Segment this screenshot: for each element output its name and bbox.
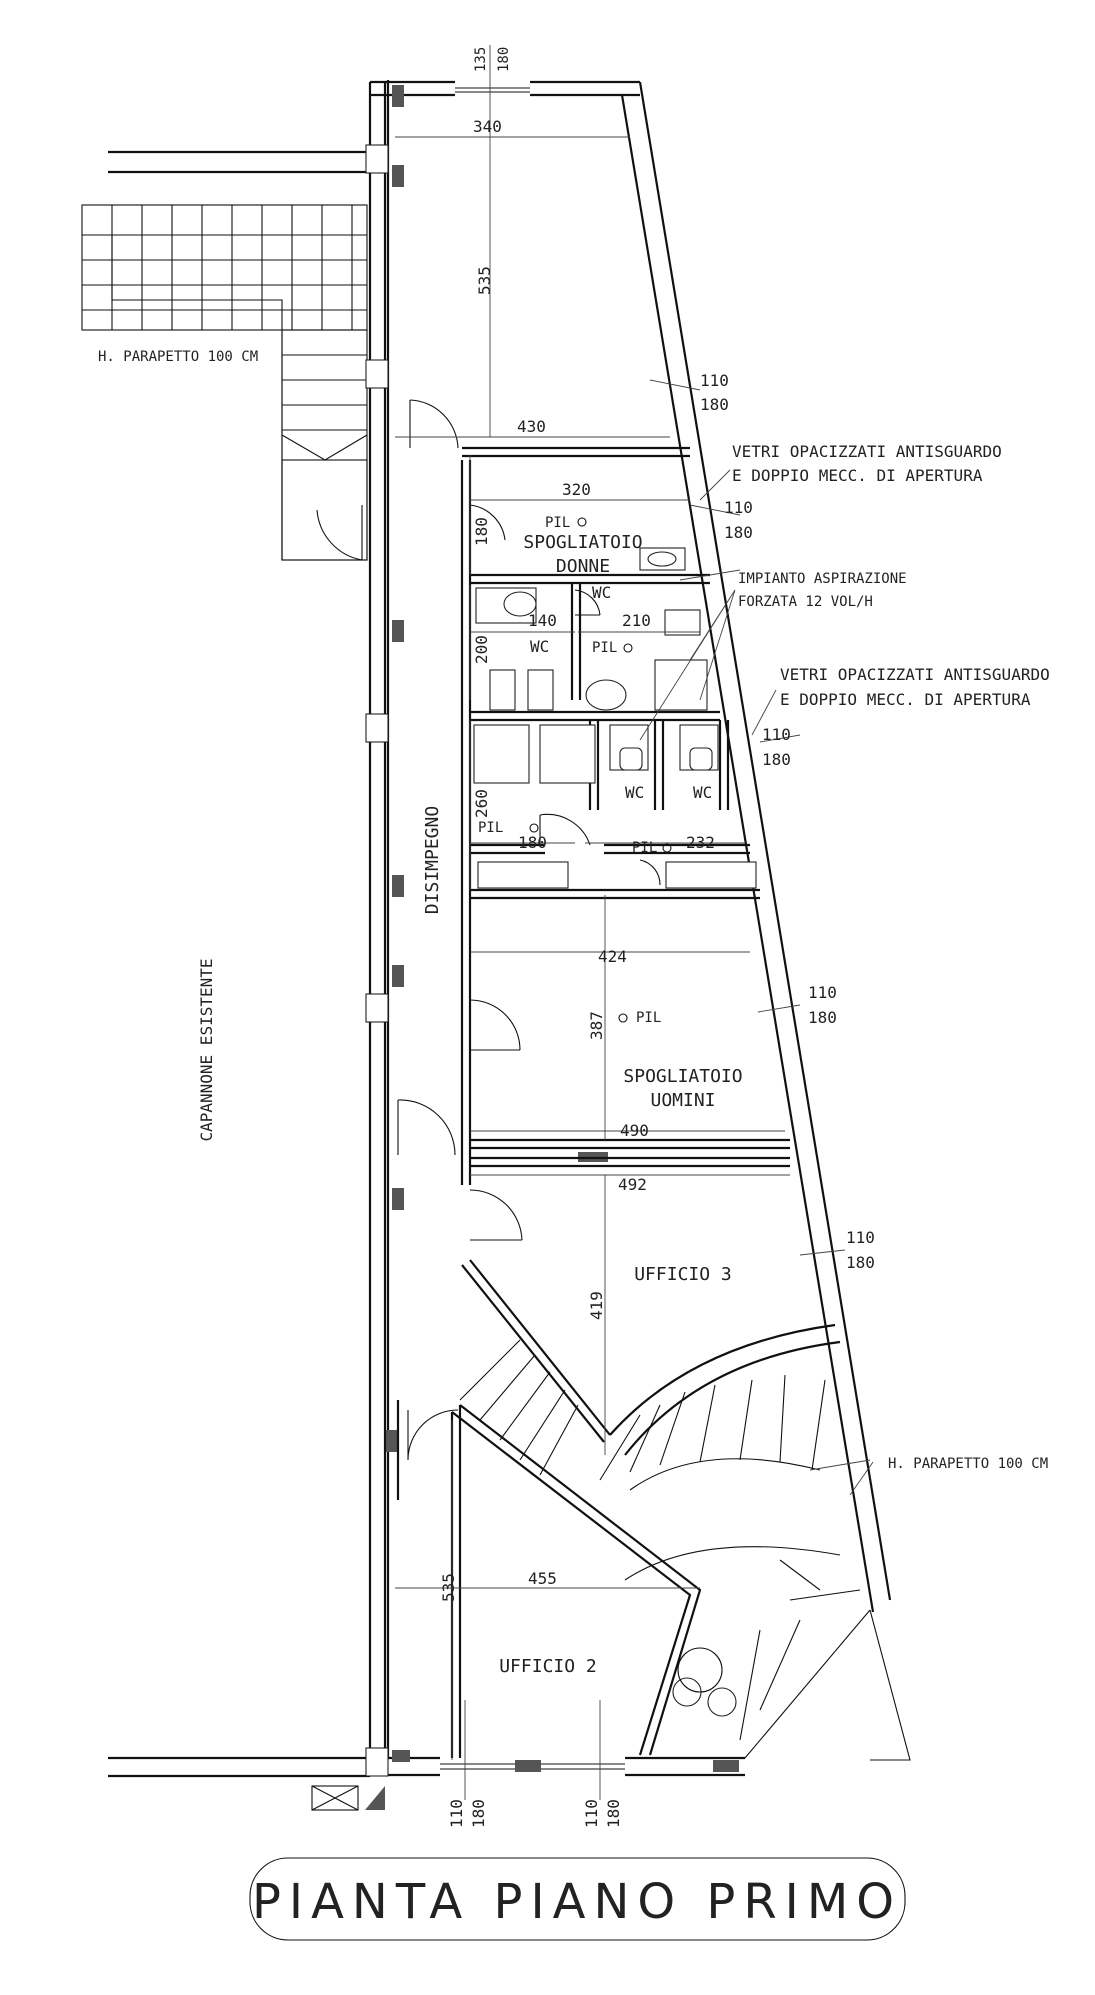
window-dim: 110 <box>447 1799 466 1828</box>
dim-label: 430 <box>517 417 546 436</box>
room-label-ufficio2: UFFICIO 2 <box>499 1656 597 1677</box>
pil-label: PIL <box>592 640 617 656</box>
exterior-walls <box>108 80 892 1778</box>
room-label-disimpegno: DISIMPEGNO <box>422 806 443 914</box>
window-dim: 110 <box>724 498 753 517</box>
dim-label: 210 <box>622 611 651 630</box>
dim-label: 180 <box>496 47 512 72</box>
dim-label: 340 <box>473 117 502 136</box>
window-dim: 110 <box>762 725 791 744</box>
internal-stair <box>459 1339 911 1761</box>
window-dim: 180 <box>762 750 791 769</box>
dim-label: 140 <box>528 611 557 630</box>
note-vetri-2: VETRI OPACIZZATI ANTISGUARDO <box>780 665 1050 684</box>
dim-label: 320 <box>562 480 591 499</box>
window-dim: 180 <box>604 1799 623 1828</box>
doors <box>316 399 661 1461</box>
room-label-spogliatoio-uomini: SPOGLIATOIO <box>623 1066 742 1087</box>
wc-label: WC <box>693 783 712 802</box>
window-dim: 180 <box>469 1799 488 1828</box>
note-vetri-1: VETRI OPACIZZATI ANTISGUARDO <box>732 442 1002 461</box>
plan-title: PIANTA PIANO PRIMO <box>252 1874 902 1930</box>
note-vetri-2-b: E DOPPIO MECC. DI APERTURA <box>780 690 1031 709</box>
room-label-spogliatoio-donne: SPOGLIATOIO <box>523 532 642 553</box>
external-stair <box>81 204 368 561</box>
note-parapetto-top: H. PARAPETTO 100 CM <box>98 349 258 365</box>
window-dim: 110 <box>846 1228 875 1247</box>
dim-label: 180 <box>472 517 491 546</box>
pil-label: PIL <box>636 1010 661 1026</box>
wc-label: WC <box>530 637 549 656</box>
note-aspirazione: IMPIANTO ASPIRAZIONE <box>738 571 907 587</box>
dim-label: 535 <box>439 1573 458 1602</box>
pil-label: PIL <box>545 515 570 531</box>
dim-label: 490 <box>620 1121 649 1140</box>
room-label-uomini: UOMINI <box>650 1090 715 1111</box>
window-dim: 180 <box>724 523 753 542</box>
dim-label: 492 <box>618 1175 647 1194</box>
wc-label: WC <box>625 783 644 802</box>
dim-label: 419 <box>587 1291 606 1320</box>
pil-label: PIL <box>478 820 503 836</box>
dim-label: 232 <box>686 833 715 852</box>
interior-walls <box>396 446 841 1758</box>
dim-label: 135 <box>473 47 489 72</box>
window-dim: 110 <box>700 371 729 390</box>
title-frame <box>249 1857 906 1941</box>
dim-label: 180 <box>518 833 547 852</box>
note-aspirazione-b: FORZATA 12 VOL/H <box>738 594 873 610</box>
room-label-ufficio3: UFFICIO 3 <box>634 1264 732 1285</box>
pil-label: PIL <box>632 840 657 856</box>
dim-label: 260 <box>472 789 491 818</box>
window-dim: 180 <box>808 1008 837 1027</box>
note-parapetto-bottom: H. PARAPETTO 100 CM <box>888 1456 1048 1472</box>
dim-label: 535 <box>475 266 494 295</box>
window-dim: 110 <box>808 983 837 1002</box>
dim-label: 455 <box>528 1569 557 1588</box>
dim-label: 387 <box>587 1011 606 1040</box>
dim-label: 200 <box>472 635 491 664</box>
window-dim: 110 <box>582 1799 601 1828</box>
room-label-donne: DONNE <box>556 556 610 577</box>
sanitary-fixtures <box>473 547 757 1717</box>
dim-label: 424 <box>598 947 627 966</box>
dimension-lines <box>395 45 871 1800</box>
window-dim: 180 <box>846 1253 875 1272</box>
room-label-capannone: CAPANNONE ESISTENTE <box>197 958 216 1141</box>
wc-label: WC <box>592 583 611 602</box>
note-vetri-1-b: E DOPPIO MECC. DI APERTURA <box>732 466 983 485</box>
window-dim: 180 <box>700 395 729 414</box>
